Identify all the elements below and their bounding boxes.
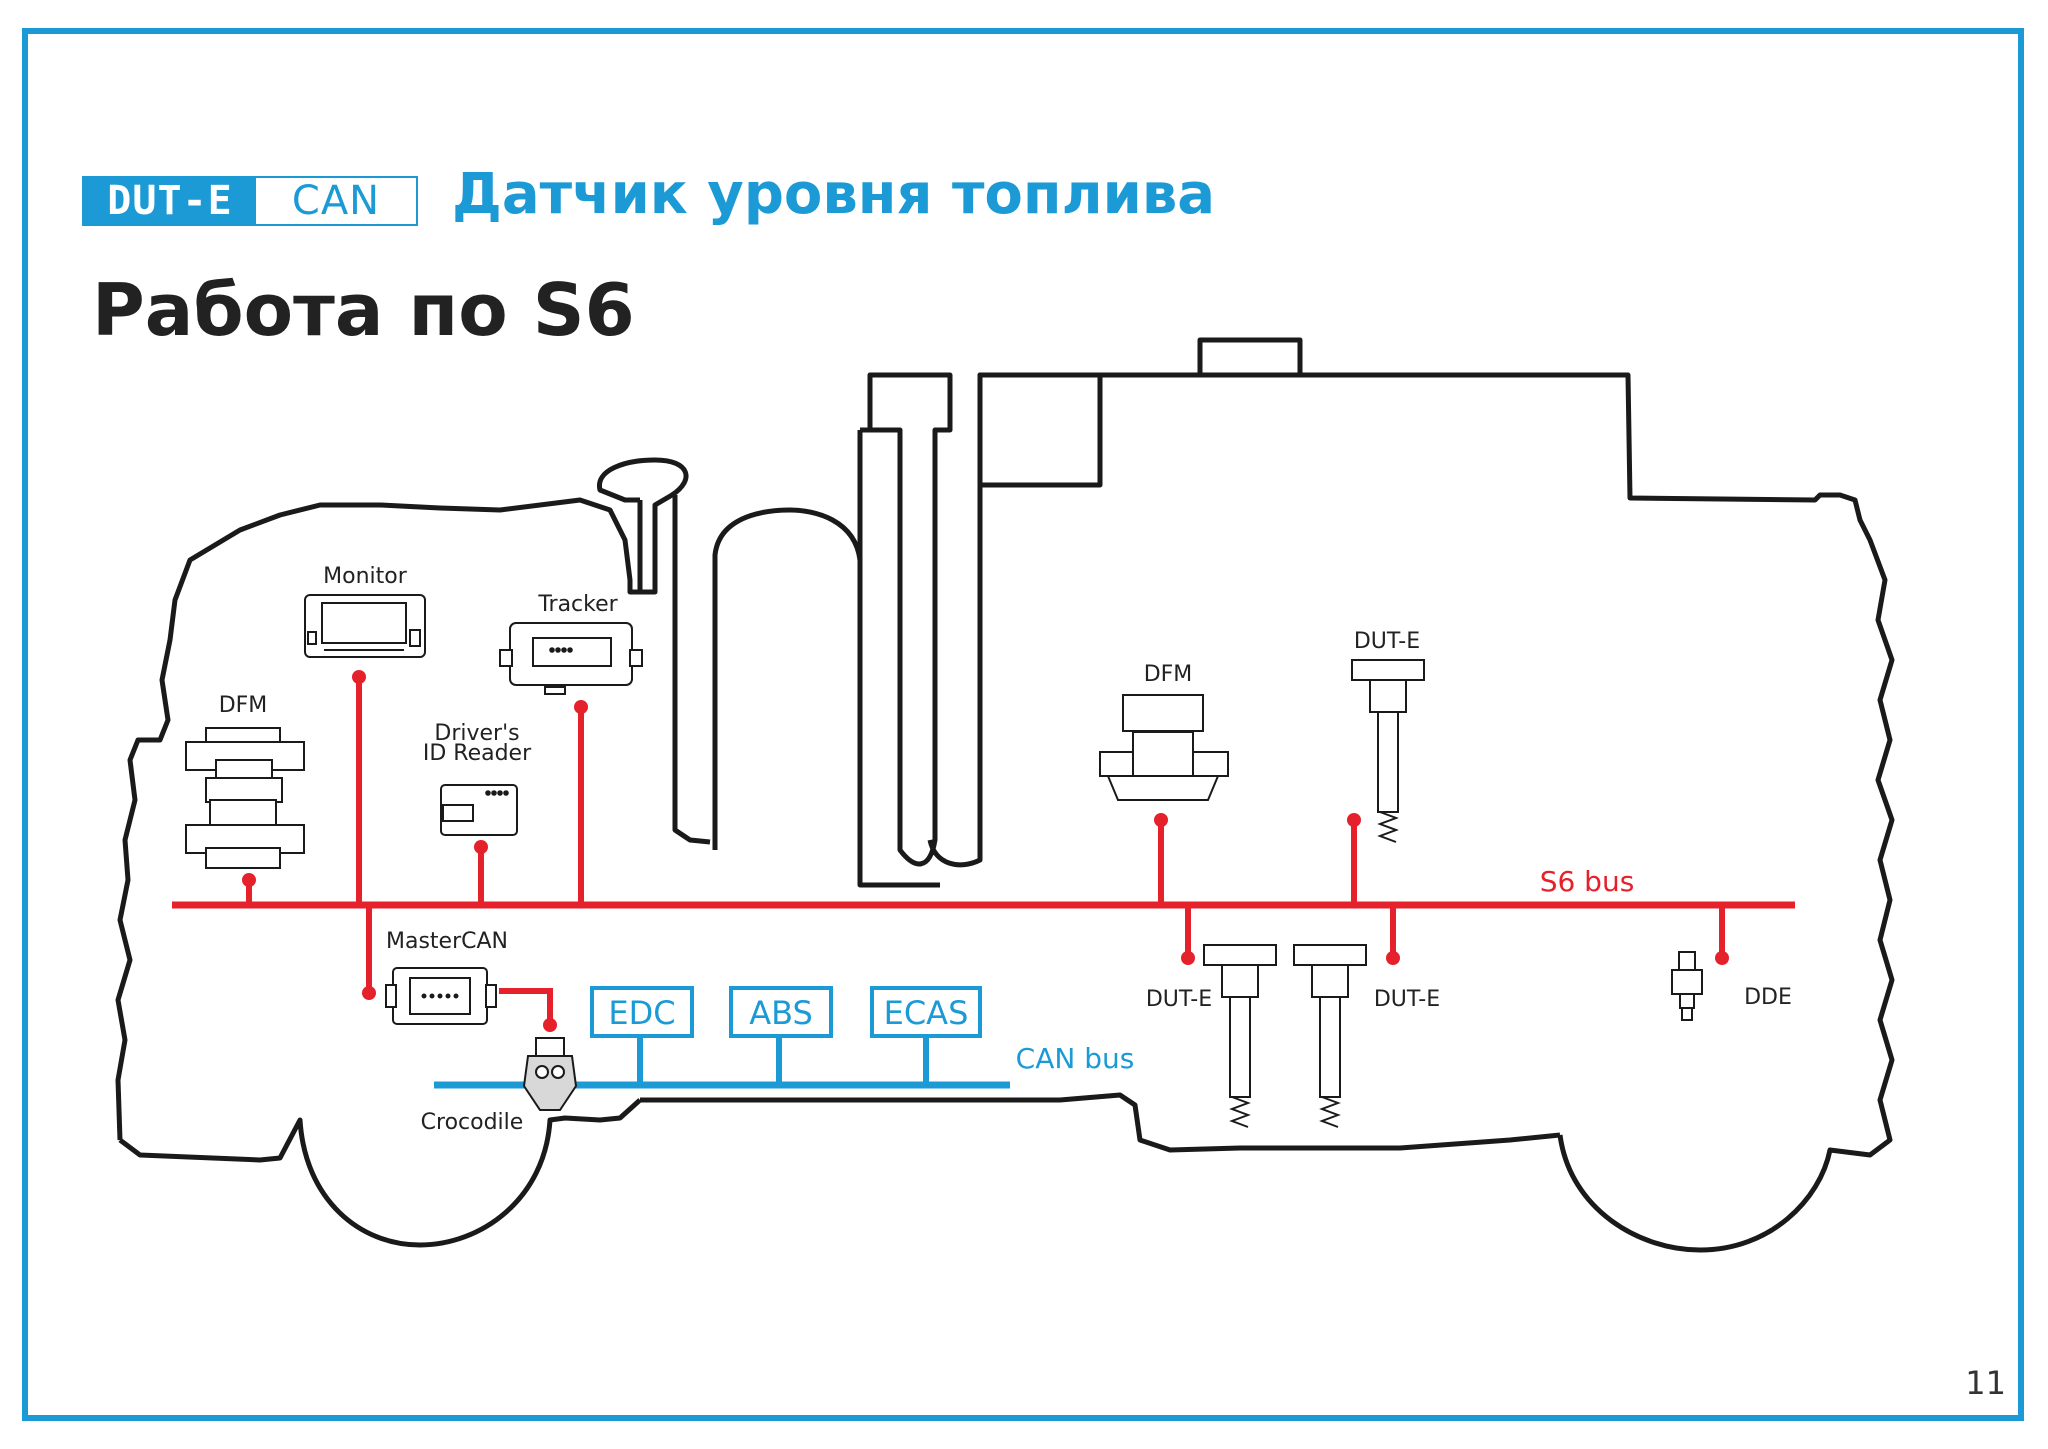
logo-dut-e: DUT-E bbox=[84, 178, 256, 224]
dfm-left-device bbox=[185, 727, 305, 869]
dute-bottom-right-device bbox=[1293, 944, 1367, 1128]
frame-underline bbox=[640, 1092, 1561, 1153]
page-title: Датчик уровня топлива bbox=[452, 162, 1216, 227]
cargo-top bbox=[1197, 337, 1628, 378]
dfm-left-label: DFM bbox=[219, 693, 268, 718]
monitor-device bbox=[304, 594, 426, 658]
cargo-front-wall bbox=[927, 485, 983, 868]
s6-node-dde bbox=[1715, 951, 1729, 965]
dute-top-device bbox=[1351, 659, 1425, 843]
truck-outline bbox=[115, 337, 1895, 1253]
dute-bottom-right-label: DUT-E bbox=[1374, 987, 1440, 1012]
can-bus-label: CAN bus bbox=[1016, 1042, 1135, 1075]
s6-node-tracker bbox=[574, 700, 588, 714]
rear-wheel-arch bbox=[977, 372, 1895, 1253]
s6-node-dute-bl bbox=[1181, 951, 1195, 965]
s6-node-monitor bbox=[352, 670, 366, 684]
s6-node-dute-top bbox=[1347, 813, 1361, 827]
s6-bus-label: S6 bus bbox=[1540, 865, 1635, 898]
dde-device bbox=[1671, 951, 1703, 1021]
driver-id-label-line2: ID Reader bbox=[423, 741, 532, 766]
mastercan-crocodile-link bbox=[499, 988, 553, 1025]
dute-top-label: DUT-E bbox=[1354, 629, 1420, 654]
abs-label: ABS bbox=[749, 994, 813, 1032]
cargo-box-outline bbox=[977, 372, 1103, 488]
devices bbox=[185, 594, 1703, 1128]
cab-outline bbox=[115, 497, 643, 1141]
mastercan-device bbox=[385, 967, 497, 1025]
tracker-device bbox=[499, 622, 643, 695]
s6-bus bbox=[172, 670, 1795, 1032]
edc-label: EDC bbox=[608, 994, 675, 1032]
ecas-box bbox=[870, 986, 982, 1038]
dut-e-can-logo: DUT-E CAN bbox=[82, 176, 418, 226]
dde-label: DDE bbox=[1744, 985, 1792, 1010]
tracker-label: Tracker bbox=[537, 592, 618, 617]
can-bus: EDC ABS ECAS bbox=[434, 986, 1010, 1089]
page-number: 11 bbox=[1965, 1364, 2006, 1402]
crocodile-device bbox=[522, 1037, 578, 1111]
dfm-right-label: DFM bbox=[1144, 662, 1193, 687]
driver-id-reader-device bbox=[440, 784, 518, 836]
ecas-label: ECAS bbox=[884, 994, 969, 1032]
logo-can: CAN bbox=[291, 178, 381, 224]
monitor-label: Monitor bbox=[323, 564, 408, 589]
abs-box bbox=[729, 986, 833, 1038]
fuel-tank bbox=[712, 507, 863, 885]
dute-bottom-left-device bbox=[1203, 944, 1277, 1128]
edc-box bbox=[590, 986, 694, 1038]
air-intake bbox=[597, 457, 689, 595]
crocodile-node bbox=[543, 1018, 557, 1032]
dfm-right-device bbox=[1099, 694, 1229, 801]
crocodile-label: Crocodile bbox=[421, 1110, 524, 1135]
s6-node-dfm-left bbox=[242, 873, 256, 887]
exhaust-stack bbox=[867, 372, 953, 867]
s6-node-mastercan bbox=[362, 986, 376, 1000]
dute-bottom-left-label: DUT-E bbox=[1146, 987, 1212, 1012]
mastercan-label: MasterCAN bbox=[386, 929, 508, 954]
driver-id-label-line1: Driver's bbox=[434, 721, 519, 746]
page-subtitle: Работа по S6 bbox=[92, 268, 635, 352]
page-frame bbox=[22, 28, 2024, 1421]
s6-node-dute-br bbox=[1386, 951, 1400, 965]
s6-node-driver-id bbox=[474, 840, 488, 854]
intake-tube bbox=[672, 495, 711, 845]
front-wheel-arch bbox=[118, 1098, 642, 1248]
s6-node-dfm-right bbox=[1154, 813, 1168, 827]
